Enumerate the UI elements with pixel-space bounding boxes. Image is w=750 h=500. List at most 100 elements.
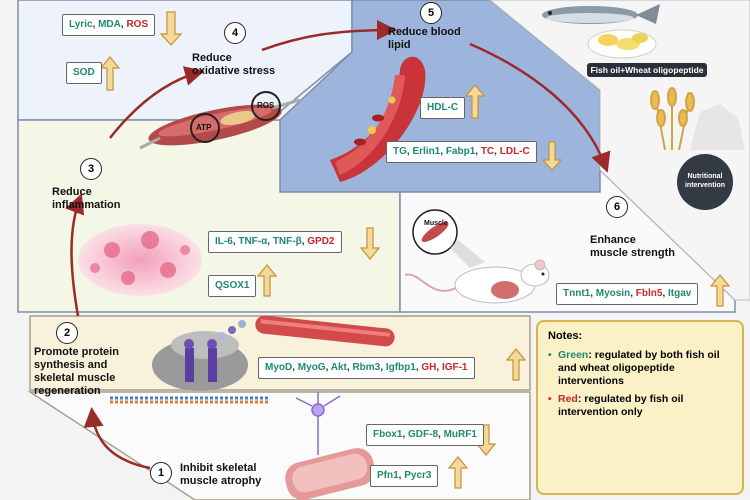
step-title-4: Reduce oxidative stress [192,52,276,77]
inflamed-tissue-icon [78,224,202,296]
muscle-label: Muscle [424,220,448,227]
gene-marker: QSOX1 [215,280,250,291]
gene-marker: Pycr3 [404,470,432,481]
direction-arrows [99,11,731,489]
separator: , [232,236,239,247]
separator: , [494,146,500,157]
gene-marker: MuRF1 [443,429,477,440]
notes-panel: Notes: • Green: regulated by both fish o… [536,320,744,495]
muscle-fiber-icon [139,91,301,150]
gene-marker: GH [421,362,437,373]
separator: , [301,236,308,247]
notes-green-text: : regulated by both fish oil and wheat o… [558,349,720,387]
notes-red-text: : regulated by fish oil intervention onl… [558,393,684,418]
gene-marker: Fbox1 [373,429,403,440]
ros-label: ROS [257,101,275,110]
separator: , [440,146,446,157]
gene-marker: Akt [330,362,347,373]
gene-marker: Fbln5 [635,288,663,299]
gene-marker: TNF-α [238,236,268,247]
gene-marker: IGF-1 [441,362,468,373]
nutritional-label: Nutritional intervention [684,173,726,189]
step-number-2: 2 [56,322,78,344]
gene-marker: GPD2 [307,236,335,247]
flow-arrow-1-to-2 [83,407,151,470]
gene-marker: MyoD [265,362,293,373]
gene-marker: MyoG [297,362,326,373]
gene-marker: Igfbp1 [385,362,416,373]
marker-box-pfn: Pfn1, Pycr3 [370,465,439,487]
gene-marker: SOD [73,67,95,78]
separator: , [325,362,331,373]
muscle-bundle-icon [285,448,375,500]
separator: , [380,362,386,373]
gene-marker: Lyric [69,19,93,30]
gene-marker: MDA [98,19,121,30]
gene-marker: Itgav [668,288,692,299]
separator: , [292,362,298,373]
gene-marker: TG [393,146,407,157]
flow-arrow-2-to-3 [65,193,85,317]
step-number-6: 6 [606,196,628,218]
separator: , [398,470,405,481]
flow-arrow-4-to-5 [261,20,397,52]
separator: , [438,429,444,440]
step-title-1: Inhibit skeletal muscle atrophy [180,462,262,487]
step-number-4: 4 [224,22,246,44]
marker-box-atrophy: Fbox1, GDF-8, MuRF1 [366,424,484,446]
separator: , [402,429,409,440]
gene-marker: ROS [126,19,149,30]
oligopeptide-plate-icon [587,29,657,59]
mouse-icon [404,209,550,304]
marker-box-synthesis: MyoD, MyoG, Akt, Rbm3, Igfbp1, GH, IGF-1 [258,357,475,379]
step-title-2: Promote protein synthesis and skeletal m… [34,346,119,397]
step-number-1: 1 [150,462,172,484]
marker-box-hdl: HDL-C [420,97,466,119]
step-title-6: Enhance muscle strength [590,234,675,259]
gene-marker: HDL-C [427,102,459,113]
marker-box-qsox: QSOX1 [208,275,257,297]
fish-oil-label: Fish oil+Wheat oligopeptide [590,65,704,75]
step-number-3: 3 [80,158,102,180]
separator: , [92,19,99,30]
marker-box-strength: Tnnt1, Myosin, Fbln5, Itgav [556,283,699,305]
wheat-icon [650,87,695,151]
atp-label: ATP [196,123,212,132]
step-number-5: 5 [420,2,442,24]
separator: , [662,288,669,299]
step-title-5: Reduce blood lipid [388,26,461,51]
separator: , [120,19,127,30]
separator: , [475,146,481,157]
gene-marker: Pfn1 [377,470,399,481]
myofibril-icon [218,315,395,347]
notes-title: Notes: [548,330,583,342]
notes-red-item: • Red: regulated by fish oil interventio… [548,393,684,418]
separator: , [415,362,422,373]
gene-marker: IL-6 [215,236,233,247]
marker-box-oxidative: Lyric, MDA, ROS [62,14,156,36]
blood-vessel-icon [330,56,426,183]
neuron-icon [295,392,341,455]
separator: , [630,288,636,299]
notes-red-word: Red [558,393,578,405]
flow-arrow-3-to-4 [109,66,205,139]
gene-marker: TC [480,146,495,157]
notes-green-word: Green [558,349,589,361]
gene-marker: Tnnt1 [563,288,591,299]
separator: , [436,362,442,373]
separator: , [346,362,353,373]
marker-box-inflammation: IL-6, TNF-α, TNF-β, GPD2 [208,231,342,253]
flow-arrow-5-to-6 [469,42,611,173]
marker-box-lipid: TG, Erlin1, Fabp1, TC, LDL-C [386,141,537,163]
gene-marker: Fabp1 [445,146,476,157]
separator: , [267,236,273,247]
gene-marker: Rbm3 [352,362,381,373]
step-title-3: Reduce inflammation [52,186,121,211]
separator: , [590,288,596,299]
marker-box-sod: SOD [66,62,102,84]
fish-icon [542,4,660,24]
notes-green-item: • Green: regulated by both fish oil and … [548,349,720,387]
gene-marker: TNF-β [272,236,302,247]
gene-marker: LDL-C [499,146,530,157]
